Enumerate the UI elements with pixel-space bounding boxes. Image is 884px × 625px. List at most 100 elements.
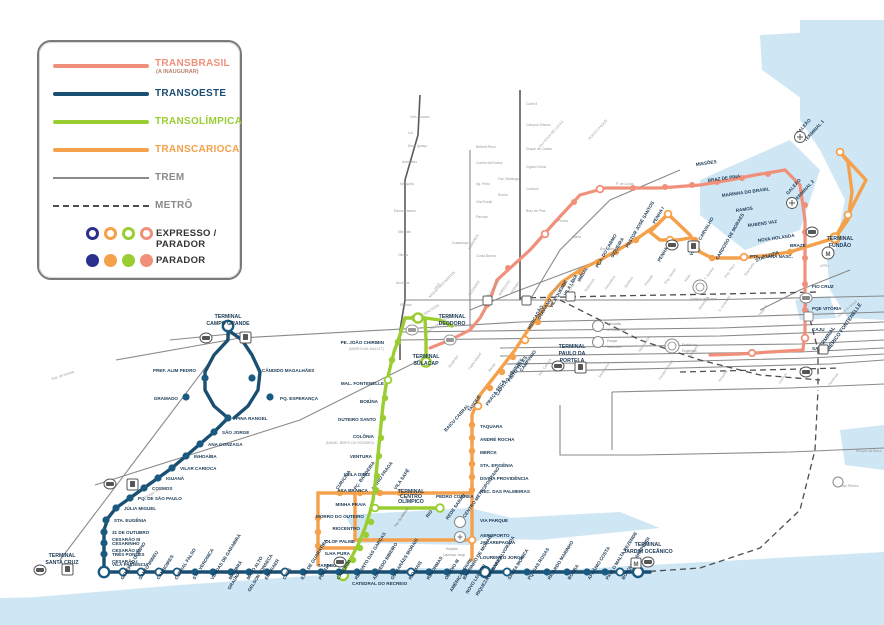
park-icon bbox=[592, 336, 604, 348]
svg-text:VILA PACIÊNCIA: VILA PACIÊNCIA bbox=[112, 560, 149, 567]
svg-text:Lot: Lot bbox=[408, 131, 413, 135]
svg-text:Nilópolis: Nilópolis bbox=[398, 230, 411, 234]
svg-text:MISSÕES: MISSÕES bbox=[695, 158, 717, 167]
train-icon bbox=[565, 291, 576, 302]
svg-text:PINA RANGEL: PINA RANGEL bbox=[236, 416, 268, 421]
svg-text:Vila Rosali: Vila Rosali bbox=[476, 200, 492, 204]
legend-swatch-transbrasil bbox=[53, 64, 149, 68]
legend-label-transbrasil: TRANSBRASIL bbox=[155, 58, 230, 69]
svg-text:P. de Lucas: P. de Lucas bbox=[616, 182, 634, 186]
marketplace-icon bbox=[592, 320, 604, 332]
svg-text:LOURENÇO JORGE: LOURENÇO JORGE bbox=[480, 555, 524, 560]
svg-text:OUTEIRO SANTO: OUTEIRO SANTO bbox=[338, 417, 377, 422]
svg-text:Padre Miguel: Padre Miguel bbox=[468, 352, 483, 371]
legend-label-transcarioca: TRANSCARIOCA bbox=[155, 144, 240, 155]
svg-text:STA. EUGÊNIA: STA. EUGÊNIA bbox=[114, 516, 147, 523]
bus-icon bbox=[665, 239, 679, 251]
svg-text:SANTA CRUZ: SANTA CRUZ bbox=[45, 560, 79, 566]
svg-text:ILHA PURA: ILHA PURA bbox=[325, 551, 351, 556]
svg-text:ASA BRANCA: ASA BRANCA bbox=[337, 488, 368, 493]
legend-row-transolimpica[interactable]: TRANSOLÍMPICA bbox=[53, 116, 242, 130]
stadium-icon bbox=[692, 279, 708, 295]
svg-text:Cascadura: Cascadura bbox=[604, 275, 617, 291]
svg-text:CESARÃO I: CESARÃO I bbox=[112, 558, 138, 564]
svg-text:VILA: VILA bbox=[433, 281, 441, 290]
svg-text:Méier: Méier bbox=[684, 273, 693, 283]
svg-text:(MARECHAL MALLET): (MARECHAL MALLET) bbox=[349, 347, 384, 351]
legend-row-transbrasil[interactable]: TRANSBRASIL (A INAUGURAR) bbox=[53, 58, 231, 76]
svg-text:Corte 8: Corte 8 bbox=[526, 102, 537, 106]
parador-dot-salmon bbox=[140, 254, 153, 267]
svg-text:BRAZE: BRAZE bbox=[790, 243, 806, 248]
svg-text:TAQUARA: TAQUARA bbox=[480, 424, 503, 429]
svg-text:Maracanã: Maracanã bbox=[698, 296, 710, 311]
svg-text:Quintino: Quintino bbox=[624, 276, 635, 289]
stadium-icon bbox=[664, 338, 680, 354]
svg-text:RIOCENTRO: RIOCENTRO bbox=[332, 526, 360, 531]
svg-text:TERMINAL: TERMINAL bbox=[215, 314, 243, 320]
expresso-dot-salmon bbox=[140, 227, 153, 240]
svg-text:Bosque da Barra: Bosque da Barra bbox=[856, 449, 882, 453]
svg-text:VILAR CARIOCA: VILAR CARIOCA bbox=[180, 466, 217, 471]
svg-text:Penha: Penha bbox=[558, 219, 568, 223]
svg-text:TERMINAL: TERMINAL bbox=[827, 236, 855, 242]
bus-icon bbox=[641, 556, 655, 568]
svg-text:Belford Roxo: Belford Roxo bbox=[476, 145, 496, 149]
svg-text:CÂNDIDO MAGALHÃES: CÂNDIDO MAGALHÃES bbox=[262, 367, 314, 373]
svg-text:OLÍMPICO: OLÍMPICO bbox=[398, 497, 424, 505]
svg-text:Realengo: Realengo bbox=[448, 354, 460, 368]
bus-icon bbox=[405, 324, 419, 336]
svg-text:MARINHA DO BRASIL: MARINHA DO BRASIL bbox=[721, 186, 769, 198]
svg-text:Sen. Camará: Sen. Camará bbox=[538, 358, 553, 377]
svg-text:GRAMADO: GRAMADO bbox=[154, 396, 179, 401]
svg-text:JARDIM OCEÂNICO: JARDIM OCEÂNICO bbox=[623, 548, 672, 555]
svg-text:Santíssimo: Santíssimo bbox=[598, 362, 611, 378]
svg-text:DEODORO: DEODORO bbox=[439, 321, 466, 327]
svg-text:M: M bbox=[634, 562, 639, 568]
svg-text:VIA PARQUE: VIA PARQUE bbox=[480, 518, 508, 523]
expresso-dot-blue bbox=[86, 227, 99, 240]
legend-row-parador[interactable]: PARADOR bbox=[53, 254, 239, 272]
legend-label-transolimpica: TRANSOLÍMPICA bbox=[155, 116, 243, 127]
svg-text:CPES: CPES bbox=[282, 567, 293, 580]
bus-icon bbox=[443, 334, 457, 346]
svg-text:Madureira: Madureira bbox=[607, 345, 622, 349]
svg-text:Olaria: Olaria bbox=[572, 235, 581, 239]
airplane-icon bbox=[794, 131, 806, 143]
bus-icon bbox=[551, 360, 565, 372]
svg-text:Maracanã: Maracanã bbox=[688, 344, 700, 359]
svg-text:FUNDÃO: FUNDÃO bbox=[829, 242, 851, 249]
svg-text:Coelho da Rocha: Coelho da Rocha bbox=[476, 161, 502, 165]
svg-text:BAICU CABRAL: BAICU CABRAL bbox=[443, 403, 470, 433]
svg-text:Cosmos: Cosmos bbox=[778, 372, 789, 385]
svg-text:MAL. FONTENELLE: MAL. FONTENELLE bbox=[341, 381, 384, 386]
svg-text:Faz. Botafogo: Faz. Botafogo bbox=[498, 177, 519, 181]
svg-text:Eng. Dentro: Eng. Dentro bbox=[664, 267, 678, 284]
svg-text:Braz de Pina: Braz de Pina bbox=[526, 209, 546, 213]
svg-text:VILA SAPÊ: VILA SAPÊ bbox=[391, 467, 411, 491]
train-icon bbox=[126, 478, 139, 491]
svg-text:Ag. Pinto: Ag. Pinto bbox=[476, 182, 490, 186]
svg-text:31 DE OUTUBRO: 31 DE OUTUBRO bbox=[112, 530, 150, 535]
legend-row-metro[interactable]: METRÔ bbox=[53, 200, 231, 214]
cable-car-icon bbox=[454, 516, 466, 528]
line-transolimpica: PE. JOÃO CHIRIBIN (MARECHAL MALLET) MAL.… bbox=[316, 312, 454, 586]
svg-text:OLOF PALME: OLOF PALME bbox=[325, 539, 355, 544]
svg-text:REC. DAS PALMEIRAS: REC. DAS PALMEIRAS bbox=[480, 489, 530, 494]
svg-text:T. Santos: T. Santos bbox=[704, 266, 716, 280]
svg-text:Hospital: Hospital bbox=[446, 547, 458, 551]
trem-station-labels: Cels. Soares Lot Nova Iguaçu Astrolábio … bbox=[51, 102, 881, 501]
legend-swatch-transcarioca bbox=[53, 148, 149, 152]
svg-text:Mercadão: Mercadão bbox=[607, 322, 621, 326]
svg-text:CATEDRAL DO RECREIO: CATEDRAL DO RECREIO bbox=[352, 581, 408, 586]
svg-text:LEILA DINIZ: LEILA DINIZ bbox=[344, 472, 371, 477]
svg-text:CAJU: CAJU bbox=[812, 327, 825, 332]
svg-text:PQ. DE SÃO PAULO: PQ. DE SÃO PAULO bbox=[138, 495, 182, 501]
legend-row-transoeste[interactable]: TRANSOESTE bbox=[53, 88, 231, 102]
legend-row-trem[interactable]: TREM bbox=[53, 172, 231, 186]
legend-row-transcarioca[interactable]: TRANSCARIOCA bbox=[53, 144, 239, 158]
svg-text:TRÊS PONTES: TRÊS PONTES bbox=[112, 550, 144, 557]
legend-row-expresso[interactable]: EXPRESSO / PARADOR bbox=[53, 227, 239, 250]
svg-text:CESARÃO II: CESARÃO II bbox=[112, 547, 139, 553]
bus-icon bbox=[199, 332, 213, 344]
